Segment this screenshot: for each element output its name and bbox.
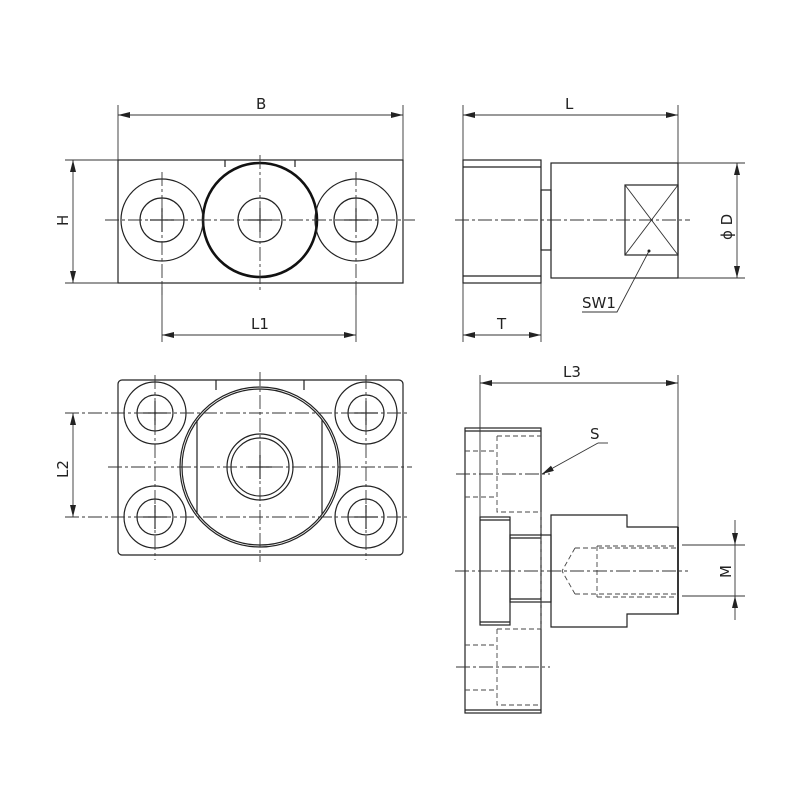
side-view: L ϕ D SW1 T bbox=[455, 95, 745, 342]
section-view: L3 S M bbox=[455, 363, 745, 714]
dim-L3: L3 bbox=[563, 363, 581, 381]
dim-S: S bbox=[590, 425, 600, 443]
front-view: B H L1 bbox=[54, 95, 415, 342]
dim-H: H bbox=[54, 215, 72, 226]
dim-M: M bbox=[717, 565, 735, 578]
dim-T: T bbox=[496, 315, 507, 333]
dim-L: L bbox=[565, 95, 574, 113]
dim-D: ϕ D bbox=[718, 214, 736, 240]
dim-SW1: SW1 bbox=[582, 294, 616, 312]
dim-L1: L1 bbox=[251, 315, 269, 333]
dim-B: B bbox=[256, 95, 266, 113]
dim-L2: L2 bbox=[54, 460, 72, 478]
top-view: L2 bbox=[54, 372, 412, 562]
